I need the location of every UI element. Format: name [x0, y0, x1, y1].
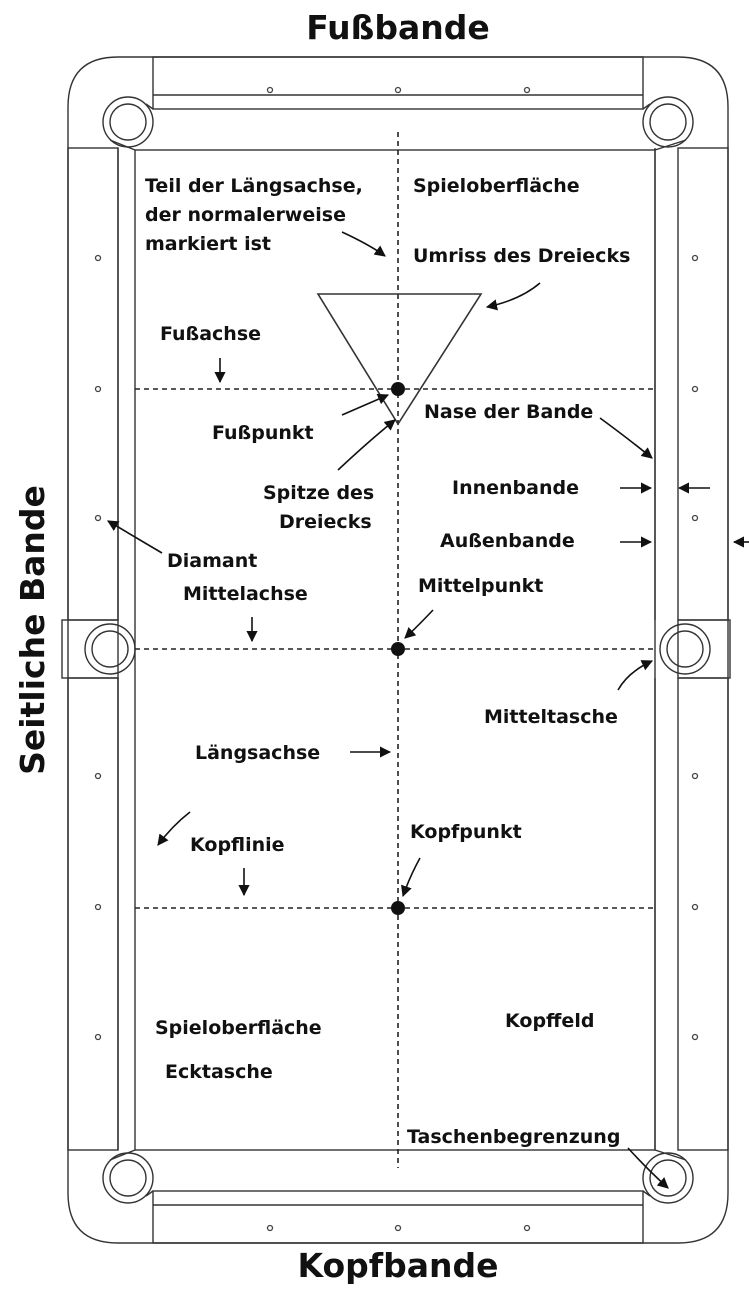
label-head-string: Kopflinie — [190, 834, 285, 856]
label-longitudinal-part-3: markiert ist — [145, 233, 271, 255]
head-rail-title: Kopfbande — [297, 1246, 498, 1285]
diamond-right-2 — [691, 385, 699, 393]
diamond-left-2 — [94, 385, 102, 393]
diamond-right-3 — [691, 514, 699, 522]
diamond-left-6 — [94, 1033, 102, 1041]
arrow-side-pocket — [617, 660, 654, 691]
diamond-right-4 — [691, 772, 699, 780]
foot-rail-title: Fußbande — [306, 8, 490, 47]
diamond-top-1 — [266, 86, 274, 94]
diamond-right-1 — [691, 254, 699, 262]
label-longitudinal-axis: Längsachse — [195, 742, 320, 764]
arrow-pocket-boundary — [627, 1147, 669, 1189]
label-side-pocket: Mitteltasche — [484, 706, 618, 728]
left-rail-upper — [67, 147, 119, 621]
label-triangle-apex-1: Spitze des — [263, 482, 374, 504]
label-triangle-outline: Umriss des Dreiecks — [413, 245, 630, 267]
diamond-right-5 — [691, 903, 699, 911]
left-rail-lower — [67, 677, 119, 1151]
diamond-left-3 — [94, 514, 102, 522]
arrow-center-spot — [404, 609, 434, 639]
diamond-left-4 — [94, 772, 102, 780]
label-foot-axis: Fußachse — [160, 323, 261, 345]
arrow-triangle-apex — [337, 419, 396, 471]
diamond-top-2 — [394, 86, 402, 94]
table-outer-edge — [67, 56, 729, 1244]
label-longitudinal-part-2: der normalerweise — [145, 204, 346, 226]
label-triangle-apex-2: Dreiecks — [279, 511, 372, 533]
side-pocket-right — [659, 619, 731, 679]
center-spot — [391, 642, 405, 656]
corner-pocket-top-right — [642, 96, 694, 151]
foot-spot — [391, 382, 405, 396]
arrows — [107, 231, 749, 1189]
label-cushion-nose: Nase der Bande — [424, 401, 593, 423]
label-head-spot: Kopfpunkt — [410, 821, 522, 843]
label-center-axis: Mittelachse — [183, 583, 308, 605]
diamond-right-6 — [691, 1033, 699, 1041]
label-foot-spot: Fußpunkt — [212, 422, 314, 444]
corner-pocket-bottom-left — [102, 1149, 154, 1204]
label-diamond: Diamant — [167, 550, 257, 572]
diamond-left-5 — [94, 903, 102, 911]
label-corner-pocket: Ecktasche — [165, 1061, 273, 1083]
label-outer-rail: Außenbande — [440, 530, 575, 552]
label-playing-surface-bottom: Spieloberfläche — [155, 1017, 322, 1039]
label-longitudinal-part-1: Teil der Längsachse, — [145, 175, 363, 197]
diamond-bottom-2 — [394, 1224, 402, 1232]
foot-rail — [152, 56, 644, 110]
label-playing-surface-top: Spieloberfläche — [413, 175, 580, 197]
diamond-bottom-1 — [266, 1224, 274, 1232]
head-rail — [152, 1190, 644, 1244]
arrow-corner-pocket — [157, 811, 191, 846]
triangle-outline — [316, 293, 483, 426]
arrow-longitudinal-part — [341, 231, 386, 257]
right-rail-upper — [677, 147, 729, 621]
diamonds — [94, 86, 699, 1232]
pockets — [61, 96, 731, 1204]
label-pocket-boundary: Taschenbegrenzung — [407, 1126, 620, 1148]
arrow-diamond — [107, 520, 163, 554]
label-kitchen: Kopffeld — [505, 1010, 594, 1032]
diamond-bottom-3 — [523, 1224, 531, 1232]
head-spot — [391, 901, 405, 915]
arrow-foot-spot — [341, 393, 390, 416]
arrow-triangle-outline — [485, 282, 541, 311]
label-inner-rail: Innenbande — [452, 477, 579, 499]
diamond-left-1 — [94, 254, 102, 262]
arrow-head-spot — [401, 857, 421, 898]
label-center-spot: Mittelpunkt — [418, 575, 543, 597]
arrow-cushion-nose — [599, 417, 653, 459]
corner-pocket-bottom-right — [642, 1149, 694, 1204]
right-rail-lower — [677, 677, 729, 1151]
corner-pocket-top-left — [102, 96, 154, 151]
side-rail-title: Seitliche Bande — [13, 485, 52, 775]
side-pocket-left — [61, 619, 136, 679]
diamond-top-3 — [523, 86, 531, 94]
